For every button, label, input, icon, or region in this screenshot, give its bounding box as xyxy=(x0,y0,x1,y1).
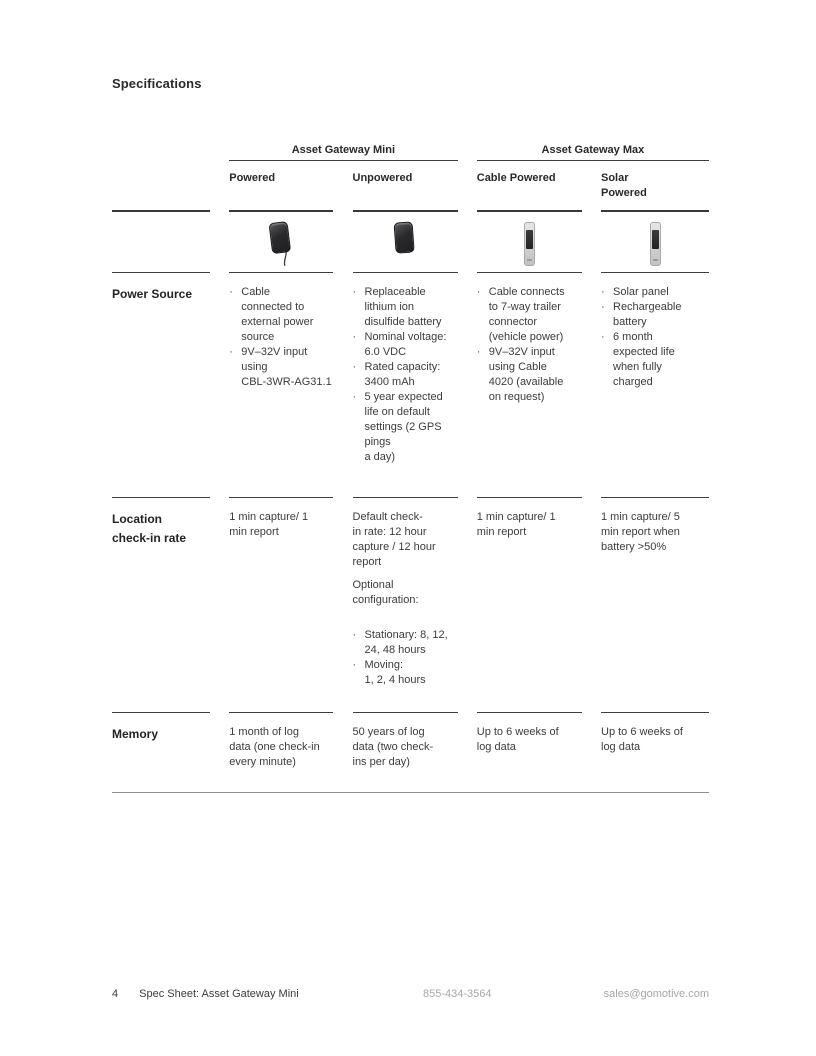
cell-memory-cable-powered: Up to 6 weeks of log data xyxy=(476,712,582,792)
spec-table: Asset Gateway Mini Asset Gateway Max Pow… xyxy=(112,140,709,793)
asset-gateway-max-cable-powered-photo xyxy=(523,222,535,266)
spec-text: Solar panel xyxy=(613,286,669,298)
spec-text: 9V–32V input using CBL-3WR-AG31.1 xyxy=(241,346,332,388)
table-product-image-row xyxy=(112,210,709,272)
image-cell-mini-powered xyxy=(229,210,334,272)
group-header-asset-gateway-mini: Asset Gateway Mini xyxy=(229,140,458,161)
cell-power-source-unpowered: · Replaceable lithium ion disulfide batt… xyxy=(352,272,458,497)
column-header-unpowered: Unpowered xyxy=(352,172,413,184)
cell-location-powered: 1 min capture/ 1 min report xyxy=(229,497,334,712)
column-header-cable-powered: Cable Powered xyxy=(476,172,556,184)
asset-gateway-mini-unpowered-photo xyxy=(390,219,419,267)
table-row-memory: Memory 1 month of log data (one check-in… xyxy=(112,712,709,792)
bullet-dot: · xyxy=(352,361,357,373)
spec-text: 6 month expected life when fully charged xyxy=(613,331,675,388)
default-check-in-rate-text: Default check- in rate: 12 hour capture … xyxy=(352,511,436,568)
device-body xyxy=(268,221,292,255)
cell-power-source-cable-powered: · Cable connects to 7-way trailer connec… xyxy=(476,272,582,497)
spec-text: Replaceable lithium ion disulfide batter… xyxy=(364,286,442,328)
spec-text: Cable connected to external power source xyxy=(241,286,314,343)
device-label-mark xyxy=(526,259,532,261)
row-header-memory: Memory xyxy=(112,712,210,792)
spec-bullet-item: · 5 year expected life on default settin… xyxy=(353,390,458,465)
spec-bullet-item: · Rated capacity: 3400 mAh xyxy=(353,360,458,390)
bullet-dot: · xyxy=(601,286,605,298)
image-cell-mini-unpowered xyxy=(352,210,458,272)
power-cable-graphic xyxy=(284,252,288,266)
bullet-dot: · xyxy=(352,391,357,403)
device-label-mark xyxy=(652,259,658,261)
asset-gateway-max-solar-powered-photo xyxy=(649,222,661,266)
bullet-dot: · xyxy=(476,346,481,358)
column-header-powered: Powered xyxy=(229,172,276,184)
spec-text: Rechargeable battery xyxy=(613,301,682,328)
cell-power-source-solar-powered: · Solar panel · Rechargeable battery · 6… xyxy=(601,272,709,497)
bullet-dot: · xyxy=(352,286,357,298)
table-bottom-rule xyxy=(112,792,709,793)
spec-bullet-item: · Replaceable lithium ion disulfide batt… xyxy=(353,285,458,330)
table-row-power-source: Power Source · Cable connected to extern… xyxy=(112,272,709,497)
footer-phone-number: 855-434-3564 xyxy=(423,988,492,1000)
cell-location-unpowered: Default check- in rate: 12 hour capture … xyxy=(352,497,458,712)
rule-segment xyxy=(112,210,210,272)
device-body xyxy=(393,221,415,254)
asset-gateway-mini-powered-photo xyxy=(266,219,297,268)
spec-bullet-item: · 9V–32V input using Cable 4020 (availab… xyxy=(477,345,582,405)
bullet-dot: · xyxy=(601,331,605,343)
spec-bullet-item: · 6 month expected life when fully charg… xyxy=(601,330,709,390)
cell-memory-unpowered: 50 years of log data (two check- ins per… xyxy=(352,712,458,792)
optional-configuration-text: Optional configuration: xyxy=(352,579,419,606)
cell-memory-powered: 1 month of log data (one check-in every … xyxy=(229,712,334,792)
spec-text: Rated capacity: 3400 mAh xyxy=(364,361,441,388)
bullet-dot: · xyxy=(476,286,481,298)
page-title: Specifications xyxy=(112,76,202,91)
spec-bullet-item: · Nominal voltage: 6.0 VDC xyxy=(353,330,458,360)
image-cell-max-solar xyxy=(601,210,709,272)
optional-configuration-bullets: · Stationary: 8, 12, 24, 48 hours · Movi… xyxy=(353,628,458,688)
cell-power-source-powered: · Cable connected to external power sour… xyxy=(229,272,334,497)
spec-text: 5 year expected life on default settings… xyxy=(364,391,443,463)
image-cell-max-cable xyxy=(476,210,582,272)
solar-panel-graphic xyxy=(651,230,659,249)
bullet-dot: · xyxy=(352,331,357,343)
footer-page-number: 4 xyxy=(112,988,119,1000)
spec-bullet-item: · Solar panel xyxy=(601,285,709,300)
group-header-asset-gateway-max: Asset Gateway Max xyxy=(476,140,709,161)
page-footer: 4 Spec Sheet: Asset Gateway Mini 855-434… xyxy=(112,988,709,1004)
table-row-location-check-in-rate: Location check-in rate 1 min capture/ 1 … xyxy=(112,497,709,712)
spec-bullet-item: · 9V–32V input using CBL-3WR-AG31.1 xyxy=(229,345,333,390)
cell-memory-solar-powered: Up to 6 weeks of log data xyxy=(601,712,709,792)
cell-location-solar-powered: 1 min capture/ 5 min report when battery… xyxy=(601,497,709,712)
bullet-dot: · xyxy=(601,301,605,313)
table-column-header-row: Powered Unpowered Cable Powered Solar Po… xyxy=(112,161,709,210)
spec-bullet-item: · Cable connected to external power sour… xyxy=(229,285,333,345)
spec-text: Stationary: 8, 12, 24, 48 hours xyxy=(364,629,448,656)
spec-text: 9V–32V input using Cable 4020 (available… xyxy=(488,346,564,403)
spec-text: Cable connects to 7-way trailer connecto… xyxy=(488,286,565,343)
row-header-location-check-in-rate: Location check-in rate xyxy=(112,497,210,712)
footer-email: sales@gomotive.com xyxy=(603,988,709,1000)
bullet-dot: · xyxy=(352,659,357,671)
bullet-dot: · xyxy=(229,286,233,298)
spec-bullet-item: · Stationary: 8, 12, 24, 48 hours xyxy=(353,628,458,658)
spec-bullet-item: · Cable connects to 7-way trailer connec… xyxy=(477,285,582,345)
footer-left-group: 4 Spec Sheet: Asset Gateway Mini xyxy=(112,988,299,1000)
spec-text: Moving: 1, 2, 4 hours xyxy=(364,659,426,686)
cell-location-cable-powered: 1 min capture/ 1 min report xyxy=(476,497,582,712)
bullet-dot: · xyxy=(352,629,357,641)
row-header-power-source: Power Source xyxy=(112,272,210,497)
spec-text: Nominal voltage: 6.0 VDC xyxy=(364,331,447,358)
bullet-dot: · xyxy=(229,346,233,358)
footer-doc-title: Spec Sheet: Asset Gateway Mini xyxy=(139,988,299,1000)
device-panel xyxy=(525,230,533,249)
spec-bullet-item: · Rechargeable battery xyxy=(601,300,709,330)
column-header-solar-powered: Solar Powered xyxy=(601,172,647,199)
table-group-header-row: Asset Gateway Mini Asset Gateway Max xyxy=(112,140,709,161)
spec-bullet-item: · Moving: 1, 2, 4 hours xyxy=(353,658,458,688)
